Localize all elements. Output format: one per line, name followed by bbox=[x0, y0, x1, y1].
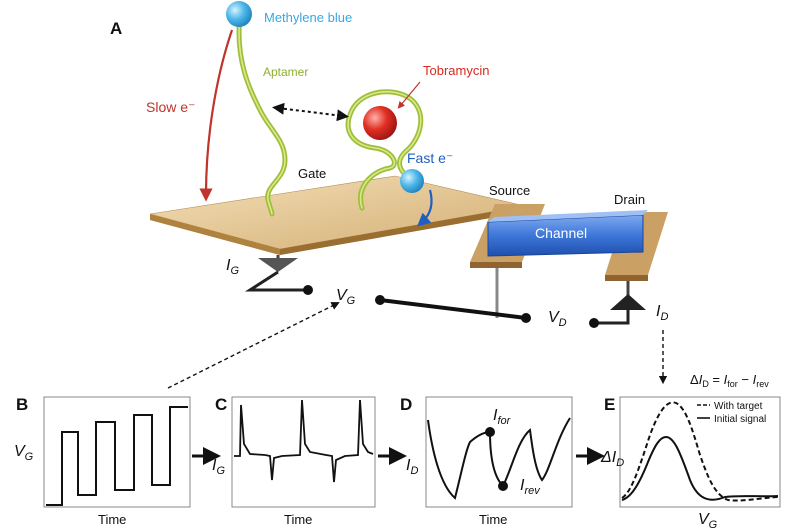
tobramycin-label: Tobramycin bbox=[423, 63, 489, 78]
panel-d-current-trace bbox=[427, 417, 571, 500]
panel-b-square-wave bbox=[46, 406, 188, 506]
fast-electron-label: Fast e⁻ bbox=[407, 150, 453, 166]
panel-letter-a: A bbox=[110, 19, 122, 38]
tobramycin-pointer bbox=[397, 81, 421, 109]
conformation-arrow bbox=[272, 102, 349, 122]
slow-electron-arrow bbox=[199, 29, 234, 202]
delta-id-equation: ΔID = Ifor − Irev bbox=[690, 372, 769, 389]
vg-symbol: VG bbox=[336, 287, 356, 307]
source-label: Source bbox=[489, 183, 530, 198]
panel-e-initial-signal bbox=[621, 435, 779, 501]
panel-letter-c: C bbox=[215, 395, 227, 414]
fast-electron-arrow bbox=[417, 189, 433, 227]
drain-label: Drain bbox=[614, 192, 645, 207]
panel-letter-b: B bbox=[16, 395, 28, 414]
panel-c-ylabel: IG bbox=[212, 457, 225, 477]
aptamer-label: Aptamer bbox=[263, 65, 308, 79]
panel-b-ylabel: VG bbox=[14, 443, 34, 463]
panel-c-xlabel: Time bbox=[284, 512, 312, 527]
channel-label: Channel bbox=[535, 225, 587, 241]
panel-e-legend: With target Initial signal bbox=[697, 401, 766, 425]
methylene-blue-sphere-2 bbox=[400, 169, 424, 193]
tobramycin-sphere bbox=[363, 106, 397, 140]
circuit-wires bbox=[375, 268, 646, 328]
gate-label: Gate bbox=[298, 166, 326, 181]
panel-b-xlabel: Time bbox=[98, 512, 126, 527]
methylene-blue-label: Methylene blue bbox=[264, 10, 352, 25]
panel-d-xlabel: Time bbox=[479, 512, 507, 527]
panel-b-frame bbox=[43, 396, 191, 508]
gate-lead bbox=[244, 255, 313, 295]
id-symbol: ID bbox=[656, 303, 668, 323]
i-rev-label: Irev bbox=[520, 477, 541, 497]
legend-initial-signal: Initial signal bbox=[714, 414, 766, 425]
vd-symbol: VD bbox=[548, 309, 567, 329]
connector-vg-to-b bbox=[167, 302, 340, 389]
panel-e-ylabel: ΔID bbox=[600, 449, 624, 469]
channel-block bbox=[487, 210, 648, 257]
methylene-blue-sphere-1 bbox=[226, 1, 252, 27]
panel-letter-d: D bbox=[400, 395, 412, 414]
i-rev-marker bbox=[498, 481, 508, 491]
panel-e-xlabel: VG bbox=[698, 511, 718, 530]
legend-with-target: With target bbox=[714, 401, 763, 412]
i-for-label: Ifor bbox=[493, 407, 512, 427]
panel-c-spike-trace bbox=[234, 399, 374, 483]
slow-electron-label: Slow e⁻ bbox=[146, 99, 195, 115]
panel-letter-e: E bbox=[604, 395, 615, 414]
panel-d-ylabel: ID bbox=[406, 457, 418, 477]
ig-symbol: IG bbox=[226, 257, 239, 277]
i-for-marker bbox=[485, 427, 495, 437]
